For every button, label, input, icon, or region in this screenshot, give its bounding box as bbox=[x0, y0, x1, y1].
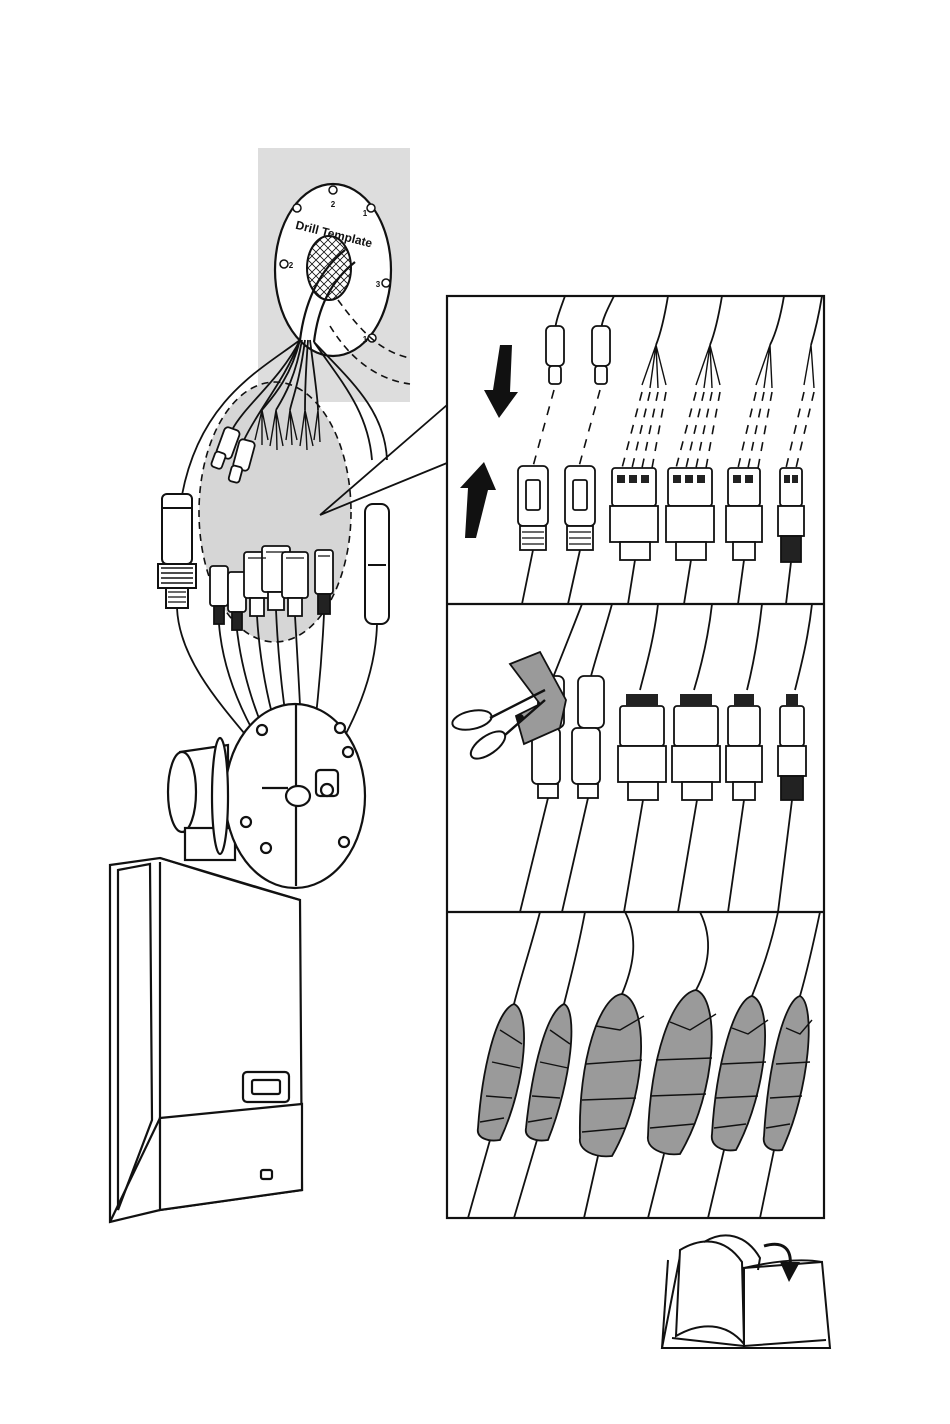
screw-hole-icon bbox=[382, 279, 390, 287]
open-book-icon bbox=[662, 1235, 830, 1348]
screw-hole-icon bbox=[367, 204, 375, 212]
mount-screw-icon bbox=[261, 843, 271, 853]
hole-number: 2 bbox=[289, 261, 294, 270]
screw-hole-icon bbox=[280, 260, 288, 268]
screw-hole-icon bbox=[293, 204, 301, 212]
mount-screw-icon bbox=[241, 817, 251, 827]
hole-number: 2 bbox=[331, 200, 336, 209]
cable-sleeve bbox=[365, 504, 389, 624]
mount-screw-icon bbox=[343, 747, 353, 757]
hole-number: 3 bbox=[376, 280, 381, 289]
mount-screw-icon bbox=[339, 837, 349, 847]
ethernet-coupler bbox=[158, 494, 196, 608]
screw-hole-icon bbox=[329, 186, 337, 194]
hole-number: 1 bbox=[363, 209, 368, 218]
hole-number: 1 bbox=[363, 335, 368, 344]
mount-screw-icon bbox=[257, 725, 267, 735]
mount-screw-icon bbox=[335, 723, 345, 733]
